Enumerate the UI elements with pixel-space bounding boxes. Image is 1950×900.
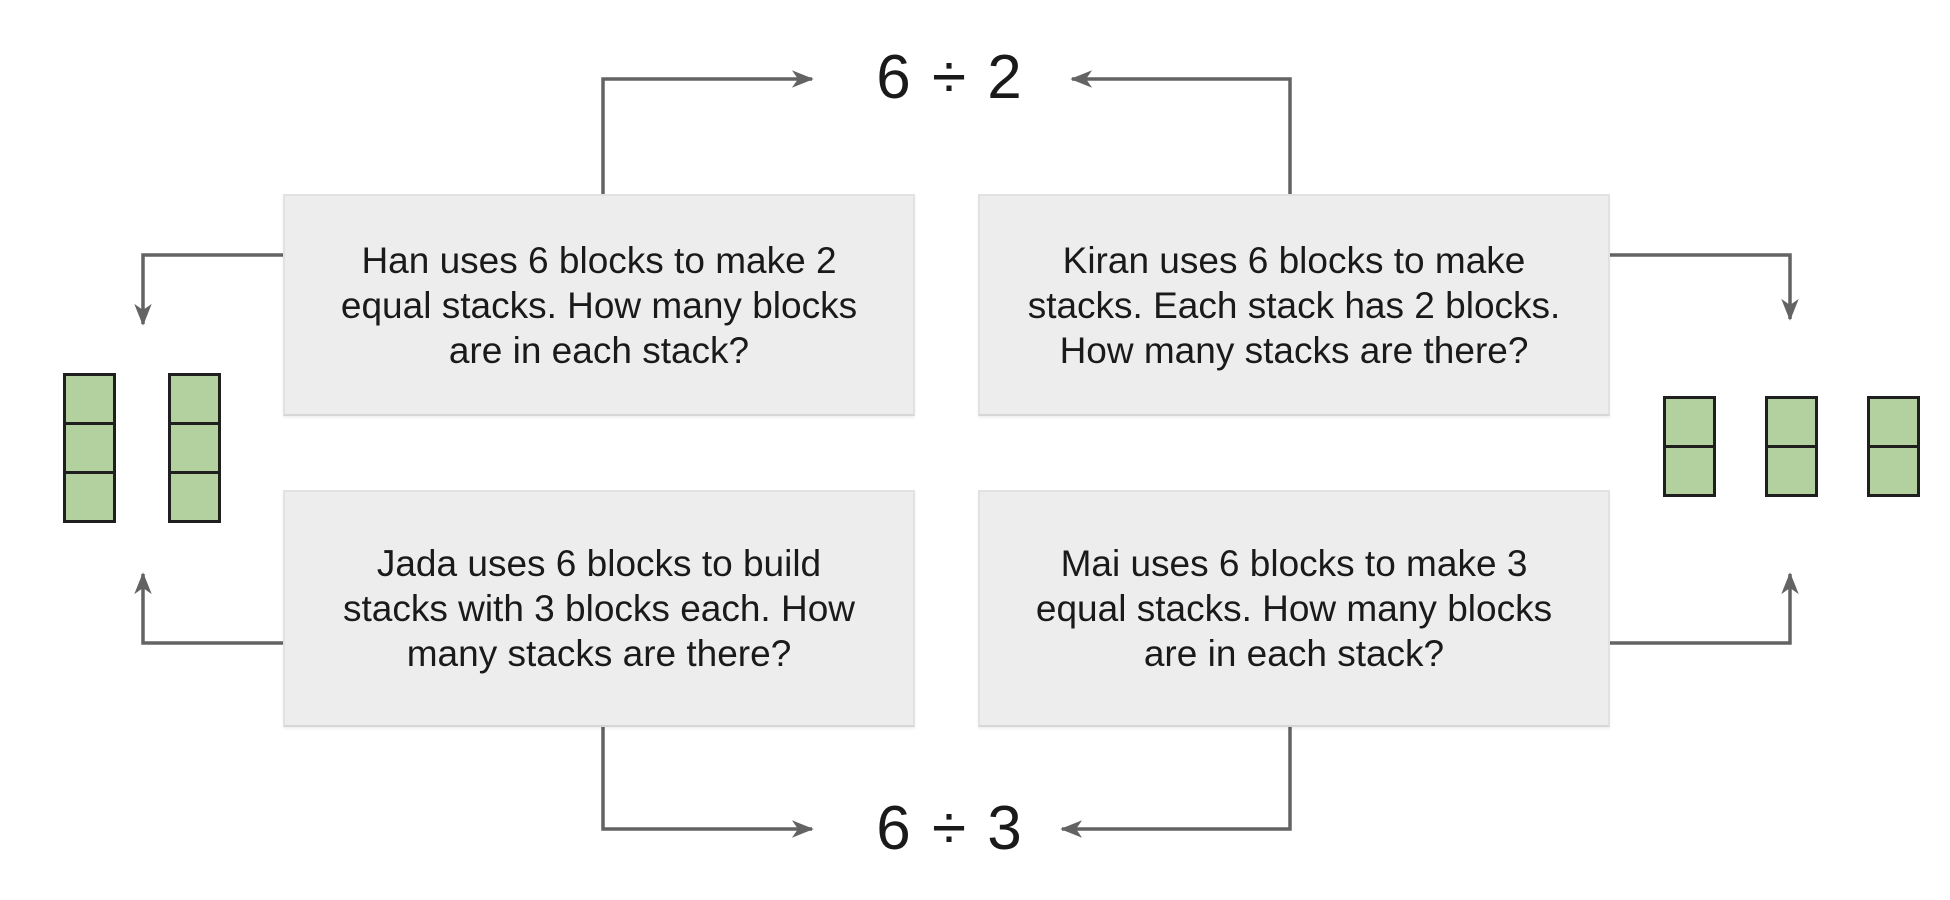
block-stack: [168, 373, 221, 523]
green-block: [1867, 445, 1920, 497]
problem-card-kiran: Kiran uses 6 blocks to make stacks. Each…: [978, 194, 1610, 416]
arrow-han-to-left-blocks: [134, 253, 284, 326]
problem-text-line: How many stacks are there?: [1059, 329, 1529, 371]
expression-six-divided-by-two: 6 ÷ 2: [876, 43, 1024, 112]
green-block: [1765, 445, 1818, 497]
block-stack: [1867, 396, 1920, 497]
green-block: [63, 373, 116, 425]
problem-text-line: equal stacks. How many blocks: [1035, 588, 1553, 629]
problem-text-line: many stacks are there?: [406, 633, 792, 674]
block-stack: [63, 373, 116, 523]
green-block: [63, 471, 116, 523]
problem-text-line: are in each stack?: [448, 329, 750, 371]
problem-text-line: Han uses 6 blocks to make 2: [361, 239, 837, 281]
problem-text-line: stacks. Each stack has 2 blocks.: [1027, 284, 1561, 326]
green-block: [168, 422, 221, 474]
arrow-kiran-to-top-expression: [1070, 70, 1292, 196]
green-block: [1867, 396, 1920, 448]
green-block: [1663, 445, 1716, 497]
green-block: [1663, 396, 1716, 448]
problem-text-line: equal stacks. How many blocks: [340, 284, 858, 326]
block-group-three-stacks-of-two: [1663, 396, 1920, 497]
arrow-han-to-top-expression: [601, 70, 814, 196]
expression-six-divided-by-three: 6 ÷ 3: [876, 794, 1024, 863]
problem-text-line: Kiran uses 6 blocks to make: [1062, 239, 1526, 281]
arrow-jada-to-bottom-expression: [601, 726, 814, 838]
block-stack: [1765, 396, 1818, 497]
problem-card-mai: Mai uses 6 blocks to make 3 equal stacks…: [978, 490, 1610, 727]
problem-text-line: Mai uses 6 blocks to make 3: [1060, 543, 1528, 584]
problem-card-jada: Jada uses 6 blocks to build stacks with …: [283, 490, 915, 727]
block-stack: [1663, 396, 1716, 497]
green-block: [63, 422, 116, 474]
problem-text-line: stacks with 3 blocks each. How: [342, 588, 856, 629]
green-block: [168, 471, 221, 523]
green-block: [168, 373, 221, 425]
arrow-jada-to-left-blocks: [134, 572, 284, 645]
problem-text-line: Jada uses 6 blocks to build: [376, 543, 822, 584]
block-group-two-stacks-of-three: [63, 373, 221, 523]
arrow-kiran-to-right-blocks: [1609, 253, 1799, 321]
problem-card-han: Han uses 6 blocks to make 2 equal stacks…: [283, 194, 915, 416]
arrow-mai-to-right-blocks: [1609, 572, 1799, 645]
problem-text-line: are in each stack?: [1143, 633, 1445, 674]
green-block: [1765, 396, 1818, 448]
